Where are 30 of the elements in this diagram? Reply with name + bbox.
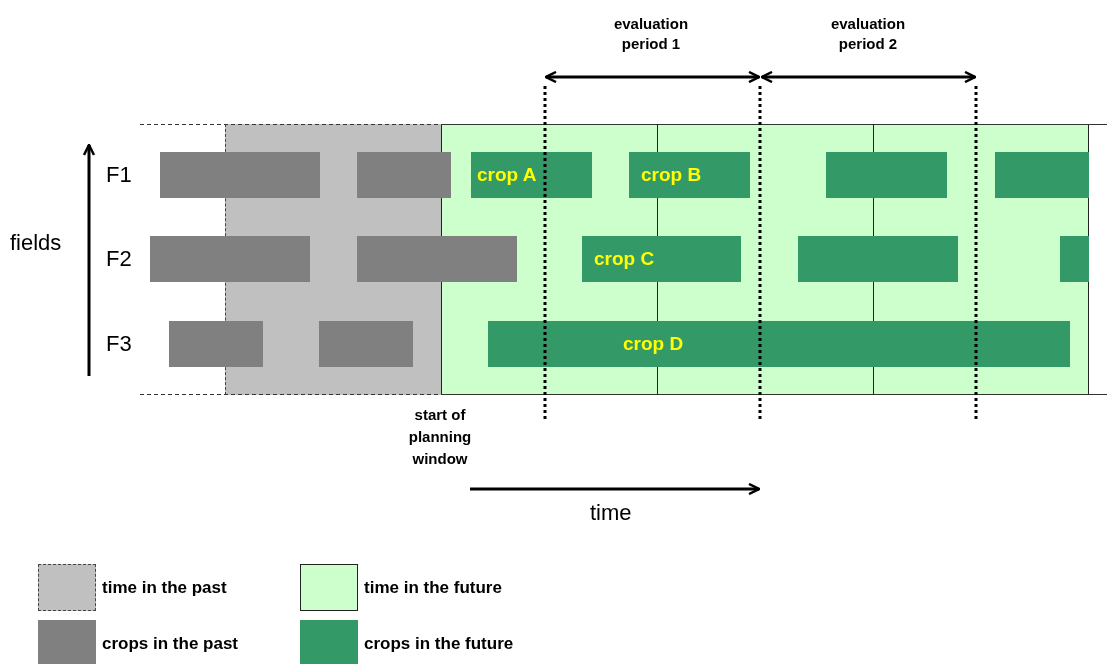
axis-label: fields (10, 230, 62, 256)
crop-bar (798, 236, 958, 282)
crop-bar (582, 236, 741, 282)
legend-label: crops in the future (364, 632, 514, 655)
crop-bar (1060, 236, 1089, 282)
crop-bar (471, 152, 592, 198)
crop-bar (629, 152, 750, 198)
period-label: evaluation period 2 (829, 14, 907, 54)
row-label: F3 (106, 331, 132, 357)
crop-bar (488, 321, 1070, 367)
past-crop-bar (319, 321, 413, 367)
row-label: F2 (106, 246, 132, 272)
legend-label: crops in the past (102, 632, 239, 655)
row-label: F1 (106, 162, 132, 188)
crop-label: crop B (641, 162, 702, 187)
past-crop-bar (169, 321, 263, 367)
axis-label: time (590, 500, 632, 526)
period-label: evaluation period 1 (612, 14, 690, 54)
crop-bar (826, 152, 947, 198)
past-crop-bar (357, 236, 517, 282)
crop-bar (995, 152, 1089, 198)
legend-label: time in the past (102, 576, 227, 599)
crop-label: crop C (594, 246, 655, 271)
crop-label: crop D (623, 331, 684, 356)
past-crop-bar (160, 152, 320, 198)
marker-label: start of planning window (407, 405, 473, 469)
crop-label: crop A (477, 162, 537, 187)
past-crop-bar (150, 236, 310, 282)
past-crop-bar (357, 152, 451, 198)
legend-label: time in the future (364, 576, 502, 599)
